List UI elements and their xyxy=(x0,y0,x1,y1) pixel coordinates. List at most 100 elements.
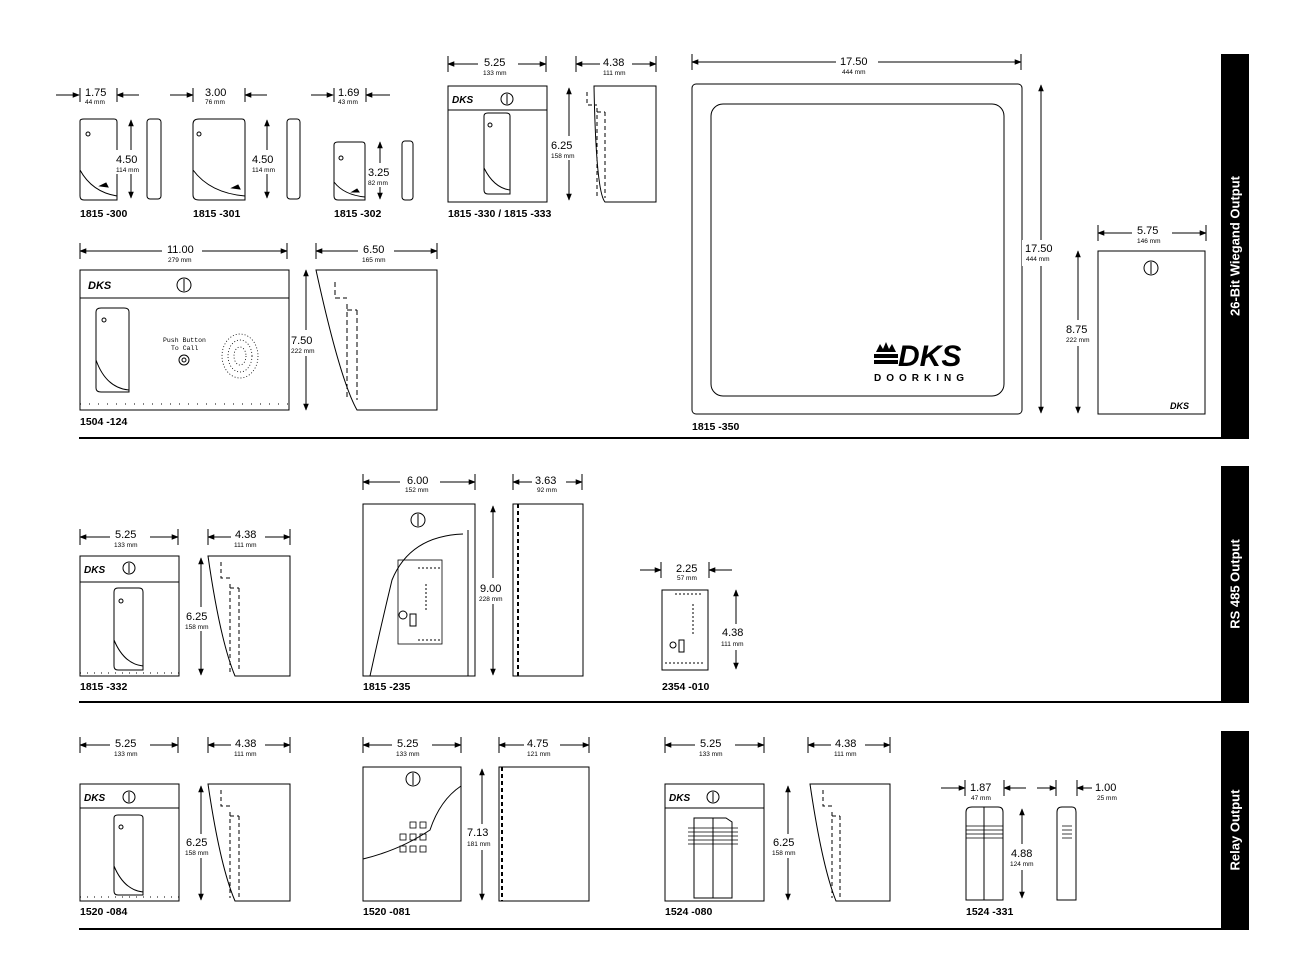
dim-value: 8.75 xyxy=(1066,324,1087,336)
device-1815-330 xyxy=(447,85,657,203)
dim-mm: 114 mm xyxy=(116,167,139,174)
dim-value: 1.00 xyxy=(1095,782,1116,794)
device-1524-331 xyxy=(965,806,1077,901)
device-1815-332 xyxy=(79,555,291,677)
dim-value: 1.87 xyxy=(970,782,991,794)
dim-mm: 152 mm xyxy=(405,487,428,494)
dim-mm: 82 mm xyxy=(368,180,388,187)
dks-logo: DKS xyxy=(1170,401,1189,411)
push-button-label: Push Button xyxy=(163,337,206,344)
dim-value: 11.00 xyxy=(167,244,194,256)
device-1524-080 xyxy=(664,783,891,902)
dim-mm: 43 mm xyxy=(338,99,358,106)
dim-value: 5.25 xyxy=(115,738,136,750)
dim-mm: 228 mm xyxy=(479,596,502,603)
device-1815-350-side xyxy=(1097,250,1206,415)
model-number: 1815 -332 xyxy=(80,681,127,693)
dim-mm: 158 mm xyxy=(185,850,208,857)
dim-value: 1.69 xyxy=(338,87,359,99)
device-1520-084 xyxy=(79,783,291,902)
dim-mm: 222 mm xyxy=(291,348,314,355)
dim-value: 5.25 xyxy=(484,57,505,69)
crown-icon xyxy=(876,342,896,352)
dim-value: 6.25 xyxy=(186,837,207,849)
dim-mm: 111 mm xyxy=(234,751,257,758)
dim-value: 4.38 xyxy=(235,529,256,541)
device-1815-302 xyxy=(333,140,414,201)
dim-mm: 124 mm xyxy=(1010,861,1033,868)
section-divider xyxy=(79,928,1249,930)
dim-value: 4.38 xyxy=(835,738,856,750)
dks-logo: DKS xyxy=(88,280,112,292)
dim-mm: 44 mm xyxy=(85,99,105,106)
model-number: 1815 -330 / 1815 -333 xyxy=(448,208,551,220)
speaker-grille xyxy=(221,333,259,379)
dim-mm: 158 mm xyxy=(551,153,574,160)
dim-value: 17.50 xyxy=(840,56,868,68)
dim-mm: 25 mm xyxy=(1097,795,1117,802)
dim-mm: 57 mm xyxy=(677,575,697,582)
section-divider xyxy=(79,437,1249,439)
dim-mm: 133 mm xyxy=(114,542,137,549)
dim-mm: 444 mm xyxy=(842,69,865,76)
dim-value: 4.38 xyxy=(235,738,256,750)
model-number: 1815 -235 xyxy=(363,681,410,693)
dim-value: 5.25 xyxy=(115,529,136,541)
model-number: 1524 -080 xyxy=(665,906,712,918)
dim-mm: 222 mm xyxy=(1066,337,1089,344)
dim-mm: 133 mm xyxy=(114,751,137,758)
dim-mm: 92 mm xyxy=(537,487,557,494)
model-number: 1524 -331 xyxy=(966,906,1013,918)
dim-value: 4.50 xyxy=(252,154,273,166)
dim-value: 6.25 xyxy=(773,837,794,849)
dim-mm: 165 mm xyxy=(362,257,385,264)
model-number: 1815 -300 xyxy=(80,208,127,220)
dim-mm: 133 mm xyxy=(699,751,722,758)
dim-value: 6.50 xyxy=(363,244,384,256)
device-1815-235 xyxy=(362,503,584,677)
dim-mm: 158 mm xyxy=(185,624,208,631)
device-1815-301 xyxy=(192,118,301,201)
dim-value: 6.25 xyxy=(551,140,572,152)
dim-mm: 146 mm xyxy=(1137,238,1160,245)
dim-value: 17.50 xyxy=(1025,243,1053,255)
dim-value: 3.25 xyxy=(368,167,389,179)
dks-logo: DKS xyxy=(84,565,105,576)
dim-mm: 114 mm xyxy=(252,167,275,174)
device-1520-081 xyxy=(362,766,590,902)
device-2354-010 xyxy=(661,589,709,671)
model-number: 1815 -350 xyxy=(692,421,739,433)
dim-mm: 111 mm xyxy=(834,751,857,758)
dim-value: 1.75 xyxy=(85,87,106,99)
section-tab-wiegand: 26-Bit Wiegand Output xyxy=(1221,54,1249,438)
section-tab-relay: Relay Output xyxy=(1221,731,1249,929)
dim-value: 7.50 xyxy=(291,335,312,347)
dim-value: 6.00 xyxy=(407,475,428,487)
dim-mm: 111 mm xyxy=(603,70,626,77)
dim-mm: 47 mm xyxy=(971,795,991,802)
dim-value: 6.25 xyxy=(186,611,207,623)
dim-mm: 181 mm xyxy=(467,841,490,848)
model-number: 1520 -084 xyxy=(80,906,127,918)
model-number: 1815 -302 xyxy=(334,208,381,220)
dim-value: 4.38 xyxy=(722,627,743,639)
dim-mm: 121 mm xyxy=(527,751,550,758)
device-1504-124 xyxy=(79,269,438,411)
model-number: 1520 -081 xyxy=(363,906,410,918)
dim-value: 5.25 xyxy=(700,738,721,750)
device-1815-300 xyxy=(79,118,162,201)
dim-value: 4.38 xyxy=(603,57,624,69)
dim-mm: 444 mm xyxy=(1026,256,1049,263)
section-tab-rs485: RS 485 Output xyxy=(1221,466,1249,702)
model-number: 2354 -010 xyxy=(662,681,709,693)
dim-mm: 111 mm xyxy=(234,542,257,549)
section-divider xyxy=(79,701,1249,703)
dim-value: 3.63 xyxy=(535,475,556,487)
dks-logo: DKS xyxy=(84,793,105,804)
dim-mm: 76 mm xyxy=(205,99,225,106)
dim-value: 4.88 xyxy=(1011,848,1032,860)
dim-value: 2.25 xyxy=(676,563,697,575)
dim-mm: 279 mm xyxy=(168,257,191,264)
dim-value: 4.75 xyxy=(527,738,548,750)
